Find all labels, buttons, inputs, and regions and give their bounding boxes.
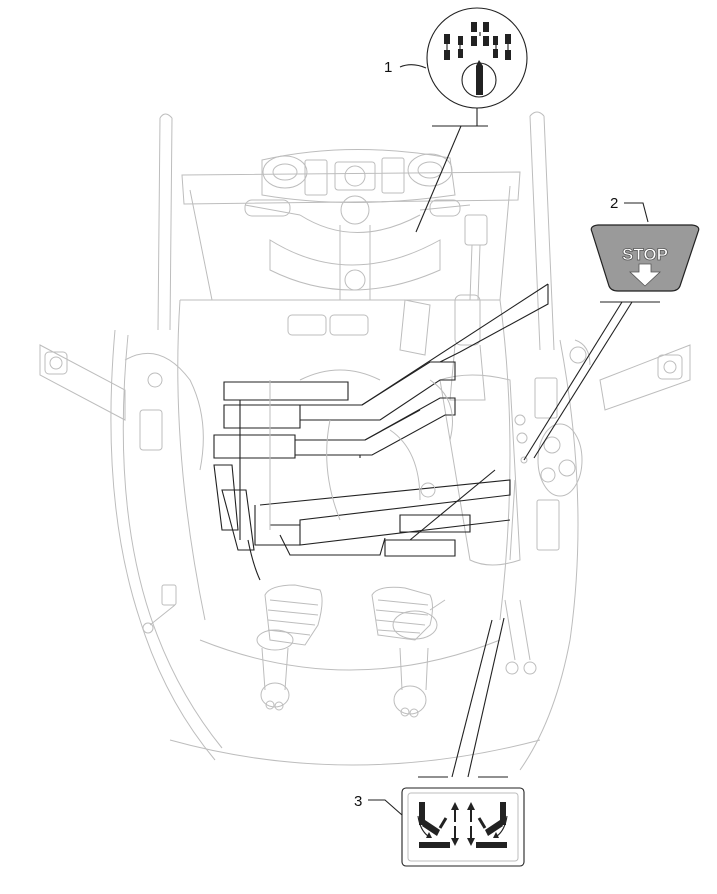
cab-frame bbox=[39, 111, 691, 771]
callout-3-leader-right bbox=[467, 617, 505, 778]
stop-decal-text: STOP bbox=[622, 245, 668, 264]
callout-3-num-leader bbox=[368, 799, 403, 816]
joystick-pattern-icon bbox=[417, 802, 508, 848]
right-joystick bbox=[371, 586, 446, 718]
seat-contours bbox=[269, 369, 453, 530]
callout-number-1: 1 bbox=[384, 59, 392, 76]
operator-seat bbox=[213, 283, 549, 581]
callout-2: STOP 2 bbox=[523, 195, 700, 461]
left-joystick bbox=[256, 584, 323, 711]
callout-number-3: 3 bbox=[354, 793, 362, 810]
joystick-decal-frame bbox=[401, 787, 525, 867]
steering-dashboard bbox=[244, 149, 471, 356]
callout-3: 3 bbox=[354, 617, 525, 867]
steering-mode-icon bbox=[444, 22, 511, 60]
callout-2-leader bbox=[624, 202, 649, 223]
rotary-knob-icon bbox=[461, 60, 497, 98]
callout-1-leader bbox=[399, 64, 427, 69]
stop-arrow-icon bbox=[628, 263, 662, 287]
callout-1: 1 bbox=[384, 7, 528, 233]
stop-decal-badge bbox=[590, 224, 700, 292]
callout-3-leader-left bbox=[451, 619, 493, 778]
callout-number-2: 2 bbox=[610, 195, 618, 212]
left-lower-lever bbox=[142, 584, 177, 634]
right-control-panel bbox=[439, 214, 583, 675]
